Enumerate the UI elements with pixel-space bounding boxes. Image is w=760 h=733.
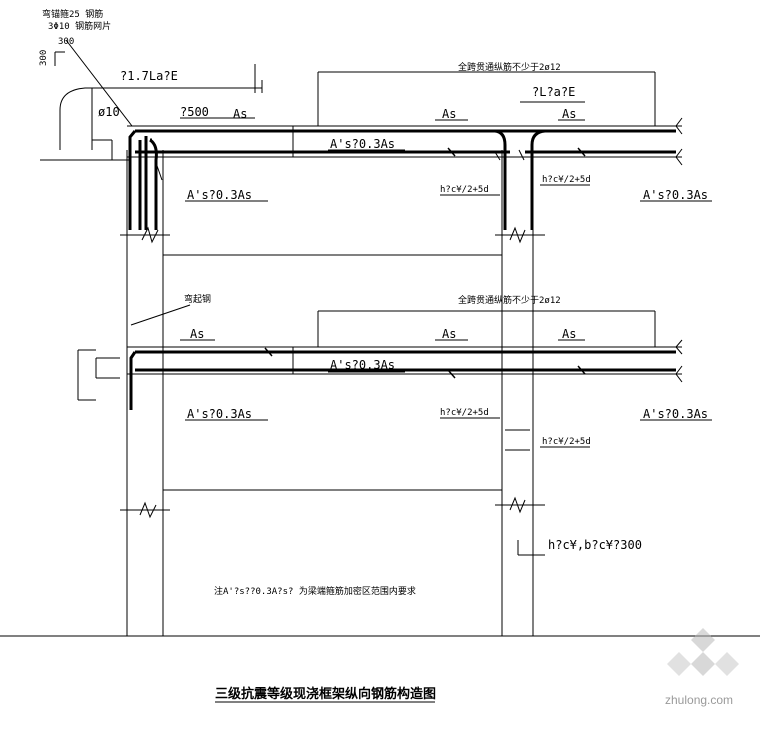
- as-label-upper-left: As: [233, 107, 247, 121]
- as-label-lower-mid: As: [442, 327, 456, 341]
- watermark-text: zhulong.com: [665, 693, 733, 707]
- column-dimension: h?c¥,b?c¥?300: [548, 538, 642, 552]
- phi10-label: ø10: [98, 105, 120, 119]
- lower-beam-rebar: [129, 347, 676, 410]
- as-label-lower-right: As: [562, 327, 576, 341]
- footnote: 注A'?s??0.3A?s? 为梁端箍筋加密区范围内要求: [214, 585, 416, 597]
- left-column: [126, 150, 164, 636]
- hc-label-2: h?c¥/2+5d: [542, 175, 591, 185]
- middle-column: [501, 150, 534, 636]
- lower-beam: [127, 310, 683, 491]
- as03-upper-left: A's?0.3As: [187, 188, 252, 202]
- as-label-upper-mid: As: [442, 107, 456, 121]
- leader-lines: [180, 101, 712, 703]
- length-1-7lae: ?1.7La?E: [120, 69, 178, 83]
- watermark-logo: [667, 628, 739, 676]
- top-note-upper: 全跨贯通纵筋不少于2ø12: [458, 61, 561, 73]
- anchor-note-2: 3Φ10 钢筋网片: [48, 20, 111, 32]
- lower-left-stub: [77, 304, 191, 401]
- as03-upper-beam: A's?0.3As: [330, 137, 395, 151]
- dim-300-vertical: 300: [39, 50, 49, 66]
- as-label-lower-left: As: [190, 327, 204, 341]
- hc-label-4: h?c¥/2+5d: [542, 437, 591, 447]
- as03-lower-right: A's?0.3As: [643, 407, 708, 421]
- as03-upper-right: A's?0.3As: [643, 188, 708, 202]
- as-label-upper-right: As: [562, 107, 576, 121]
- as03-lower-left: A's?0.3As: [187, 407, 252, 421]
- upper-beam: [127, 71, 683, 256]
- as03-lower-beam: A's?0.3As: [330, 358, 395, 372]
- anchor-hook: [40, 39, 263, 161]
- gusset-note: 弯起钢: [184, 293, 211, 305]
- upper-break-marks: [120, 226, 545, 244]
- upper-beam-rebar: [128, 129, 676, 230]
- top-note-lower: 全跨贯通纵筋不少于2ø12: [458, 294, 561, 306]
- dim-300-horizontal: 300: [58, 37, 74, 47]
- drawing-title: 三级抗震等级现浇框架纵向钢筋构造图: [215, 686, 436, 702]
- lower-break-marks: [120, 429, 545, 519]
- hc-label-3: h?c¥/2+5d: [440, 408, 489, 418]
- anchor-note-1: 弯锚箍25 钢筋: [42, 8, 103, 20]
- length-lae: ?L?a?E: [532, 85, 575, 99]
- length-500: ?500: [180, 105, 209, 119]
- hc-label-1: h?c¥/2+5d: [440, 185, 489, 195]
